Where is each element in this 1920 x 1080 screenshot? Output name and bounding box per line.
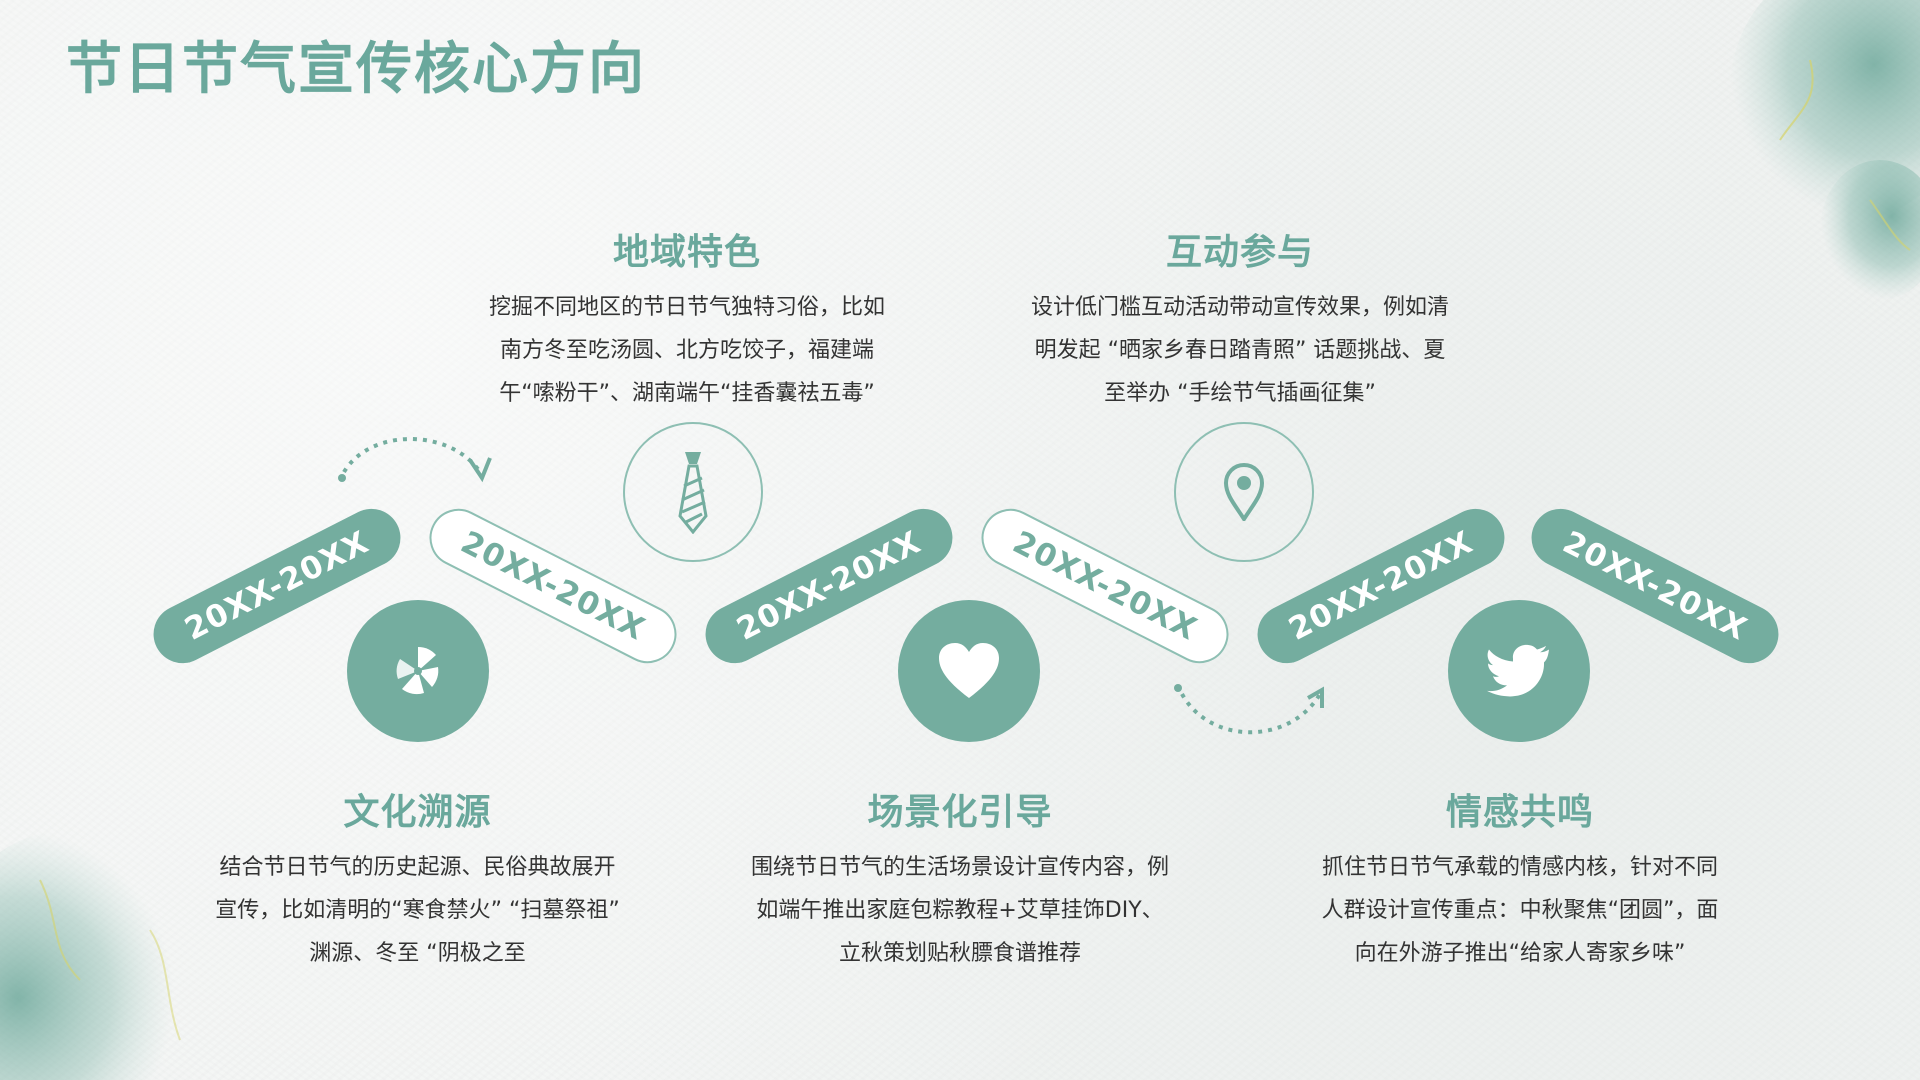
- section-interactive-participation: 互动参与 设计低门槛互动活动带动宣传效果，例如清明发起 “晒家乡春日踏青照” 话…: [1030, 230, 1450, 415]
- dotted-arrow-upper: [338, 437, 492, 483]
- slide-title: 节日节气宣传核心方向: [66, 37, 646, 102]
- section-description: 设计低门槛互动活动带动宣传效果，例如清明发起 “晒家乡春日踏青照” 话题挑战、夏…: [1030, 295, 1449, 406]
- section-heading: 互动参与: [1165, 232, 1314, 273]
- culture-origin-icon-badge: [347, 600, 489, 742]
- regional-feature-icon-badge: [623, 422, 763, 562]
- dotted-arrow-lower: [1174, 684, 1324, 735]
- section-culture-origin: 文化溯源 结合节日节气的历史起源、民俗典故展开宣传，比如清明的“寒食禁火” “扫…: [215, 790, 620, 975]
- section-scene-guide: 场景化引导 围绕节日节气的生活场景设计宣传内容，例如端午推出家庭包粽教程+艾草挂…: [750, 790, 1170, 975]
- section-description: 结合节日节气的历史起源、民俗典故展开宣传，比如清明的“寒食禁火” “扫墓祭祖” …: [215, 855, 620, 966]
- section-heading: 情感共鸣: [1445, 792, 1594, 833]
- emotion-resonance-icon-badge: [1448, 600, 1590, 742]
- section-heading: 地域特色: [612, 232, 761, 273]
- heart-icon: [939, 643, 999, 698]
- section-description: 抓住节日节气承载的情感内核，针对不同人群设计宣传重点：中秋聚焦“团圆”，面向在外…: [1321, 855, 1719, 966]
- section-description: 挖掘不同地区的节日节气独特习俗，比如南方冬至吃汤圆、北方吃饺子，福建端午“嗦粉干…: [488, 295, 885, 406]
- interactive-participation-icon-badge: [1174, 422, 1314, 562]
- pinwheel-icon: [396, 646, 439, 695]
- section-emotion-resonance: 情感共鸣 抓住节日节气承载的情感内核，针对不同人群设计宣传重点：中秋聚焦“团圆”…: [1315, 790, 1725, 975]
- necktie-icon: [678, 452, 708, 534]
- section-heading: 文化溯源: [343, 792, 492, 833]
- bird-icon: [1487, 644, 1549, 697]
- scene-guide-icon-badge: [898, 600, 1040, 742]
- section-regional-feature: 地域特色 挖掘不同地区的节日节气独特习俗，比如南方冬至吃汤圆、北方吃饺子，福建端…: [487, 230, 887, 415]
- section-description: 围绕节日节气的生活场景设计宣传内容，例如端午推出家庭包粽教程+艾草挂饰DIY、立…: [750, 855, 1169, 966]
- location-pin-icon: [1223, 463, 1265, 521]
- section-heading: 场景化引导: [867, 792, 1053, 833]
